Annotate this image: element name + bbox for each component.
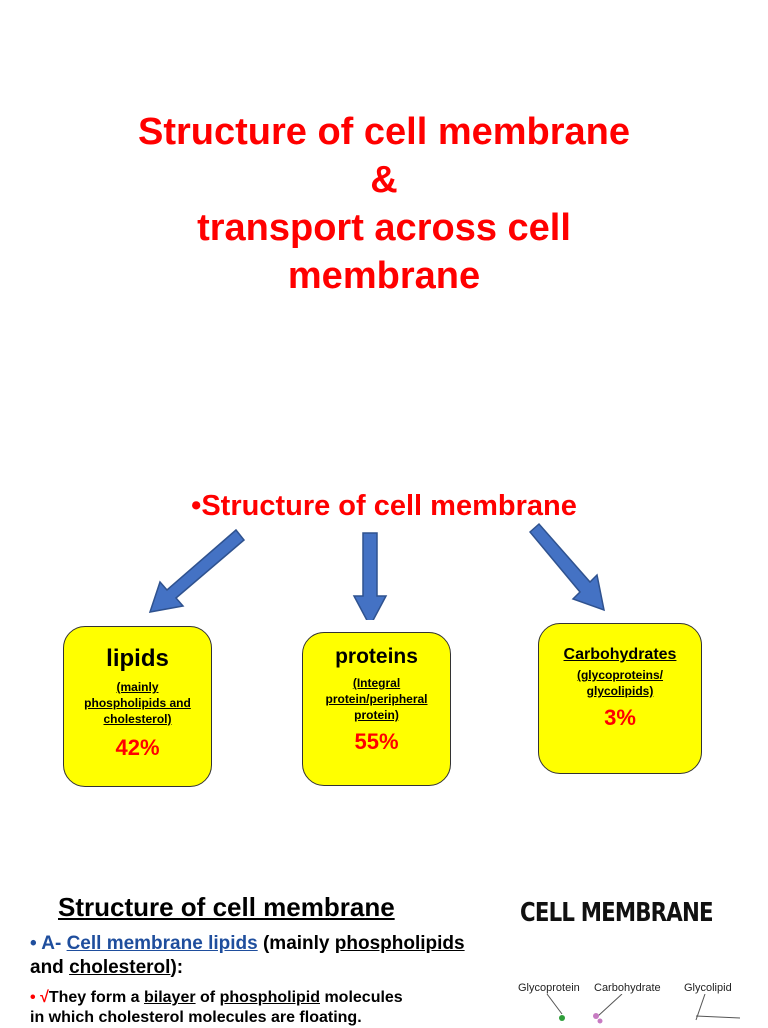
bullet2-line-2: in which cholesterol molecules are float… [30,1009,362,1026]
carbohydrate-icon-2 [597,1018,603,1024]
carbohydrates-percent: 3% [604,705,636,730]
glycoprotein-icon [559,1015,565,1021]
lipids-note: (mainly phospholipids and cholesterol) [64,679,211,727]
lipids-note-line-3: cholesterol) [103,712,172,726]
lipids-percent: 42% [115,735,160,760]
bullet-marker: • [30,933,37,954]
lipids-note-line-2: phospholipids and [84,696,191,710]
glycolipid-label: Glycolipid [684,982,732,994]
diagram-title: CELL MEMBRANE [520,898,714,928]
membrane-diagram-fragment [546,994,741,1024]
arrow-right-icon [528,522,605,612]
proteins-percent: 55% [354,729,399,754]
bullet-prefix: A- [41,933,62,954]
carbohydrates-note: (glycoproteins/ glycolipids) [539,667,701,699]
title-line-2: & [370,159,398,201]
bullet2-text-1: They form a [48,989,144,1006]
title-line-3: transport across cell [197,207,571,249]
structure-subheading: •Structure of cell membrane [191,490,577,522]
lipids-box: lipids (mainly phospholipids and cholest… [63,626,212,787]
bullet-bilayer: • √They form a bilayer of phospholipid m… [30,988,470,1028]
proteins-note-line-3: protein) [354,708,399,722]
carbohydrates-box: Carbohydrates (glycoproteins/ glycolipid… [538,623,702,774]
cell-membrane-lipids-link[interactable]: Cell membrane lipids [66,933,258,954]
section-title: Structure of cell membrane [58,892,395,922]
bullet-text: (mainly [257,933,335,954]
bullet-text-suffix: ): [170,957,184,978]
check-icon: √ [40,989,49,1006]
phospholipid-term: phospholipid [219,989,320,1006]
proteins-note: (Integral protein/peripheral protein) [303,675,450,723]
bullet-text-and: and [30,957,70,978]
lipids-note-line-1: (mainly [116,680,159,694]
proteins-box: proteins (Integral protein/peripheral pr… [302,632,451,786]
lipids-heading: lipids [106,645,169,672]
carbohydrate-label: Carbohydrate [594,982,661,994]
carbohydrates-heading: Carbohydrates [563,646,677,663]
carbohydrates-note-line-2: glycolipids) [586,684,654,698]
bullet2-text-3: molecules [320,989,403,1006]
arrow-left-icon [148,528,246,613]
phospholipids-term: phospholipids [334,933,465,954]
bullet2-text-2: of [195,989,220,1006]
bilayer-term: bilayer [143,989,196,1006]
bullet-marker-red: • [30,989,36,1006]
title-line-4: membrane [287,255,481,297]
carbohydrate-icon [593,1013,599,1019]
proteins-heading: proteins [335,645,418,668]
title-line-1: Structure of cell membrane [137,111,631,153]
cholesterol-term: cholesterol [69,957,171,978]
proteins-note-line-1: (Integral [352,676,401,690]
bullet-lipids: • A- Cell membrane lipids (mainly phosph… [30,932,470,980]
arrow-down-icon [352,532,388,620]
carbohydrates-note-line-1: (glycoproteins/ [576,668,663,682]
glycoprotein-label: Glycoprotein [518,982,580,994]
arrows-group [148,522,605,620]
slide-title: Structure of cell membrane & transport a… [0,108,768,300]
proteins-note-line-2: protein/peripheral [325,692,428,706]
